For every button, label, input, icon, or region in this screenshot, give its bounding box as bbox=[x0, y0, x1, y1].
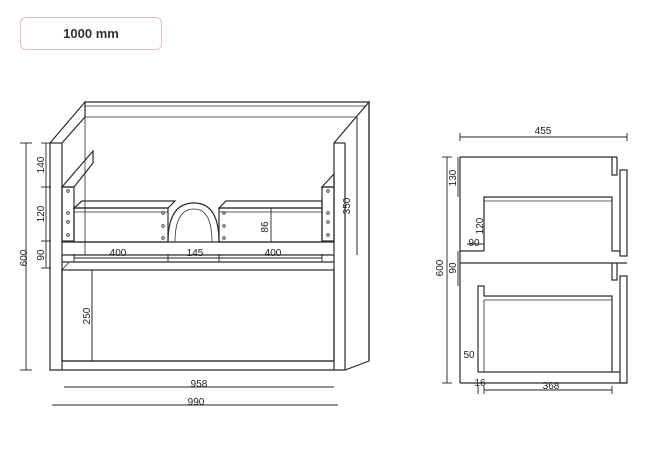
front-height-350: 350 bbox=[342, 197, 353, 214]
side-view-labels: 455 600 130 90 120 90 50 16 368 bbox=[435, 126, 560, 392]
front-height-600: 600 bbox=[19, 249, 30, 266]
front-height-140: 140 bbox=[36, 156, 47, 173]
side-thickness-16: 16 bbox=[474, 378, 486, 389]
side-height-120: 120 bbox=[475, 217, 486, 234]
side-view-cabinet bbox=[459, 156, 628, 384]
front-width-990: 990 bbox=[188, 397, 205, 408]
front-width-958: 958 bbox=[191, 379, 208, 390]
side-height-600: 600 bbox=[435, 259, 446, 276]
front-view-cabinet bbox=[49, 100, 370, 371]
side-view-dimensions bbox=[442, 133, 628, 394]
side-height-90: 90 bbox=[448, 262, 459, 274]
side-depth-368: 368 bbox=[543, 381, 560, 392]
front-height-120: 120 bbox=[36, 205, 47, 222]
front-width-145: 145 bbox=[187, 248, 204, 259]
front-width-400-right: 400 bbox=[265, 248, 282, 259]
front-view-drawer bbox=[60, 149, 335, 271]
front-height-86: 86 bbox=[260, 221, 271, 233]
side-height-130: 130 bbox=[448, 169, 459, 186]
side-height-50: 50 bbox=[463, 350, 475, 361]
side-depth-455: 455 bbox=[535, 126, 552, 137]
size-badge: 1000 mm bbox=[20, 17, 162, 50]
front-view-dimensions bbox=[20, 117, 358, 406]
front-height-90: 90 bbox=[36, 249, 47, 261]
front-view-lower-compartment bbox=[61, 269, 335, 362]
front-height-250: 250 bbox=[82, 307, 93, 324]
front-width-400-left: 400 bbox=[110, 248, 127, 259]
front-view-labels: 600 140 120 90 400 145 400 86 350 250 95… bbox=[19, 156, 353, 408]
side-height-90-left: 90 bbox=[468, 238, 480, 249]
